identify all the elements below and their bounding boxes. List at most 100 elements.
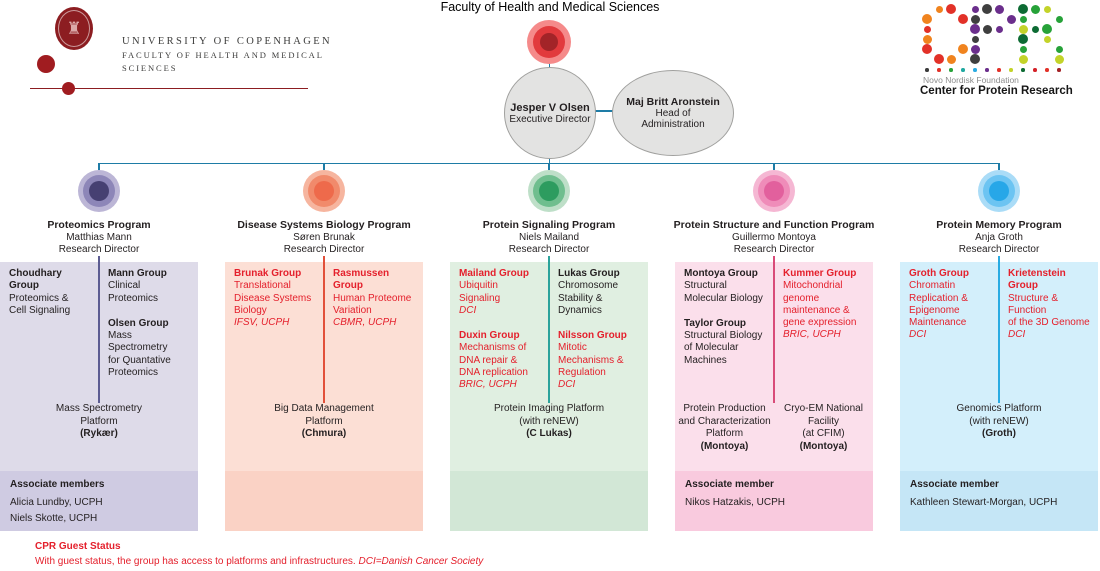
program-node-icon [978, 170, 1020, 212]
program-director-role: Research Director [58, 244, 140, 255]
platform-leader: (Chmura) [301, 428, 347, 439]
program-divider-line [998, 256, 1000, 403]
cpr-logo-dot [1055, 45, 1063, 53]
platform-item: Cryo-EM National Facility (at CFIM)(Mont… [774, 403, 873, 453]
head-of-administration-node: Maj Britt Aronstein Head of Administrati… [612, 70, 734, 156]
cpr-logo-dot [994, 4, 1004, 14]
connector-director-to-tree [548, 156, 550, 164]
group-description: Structure & Function of the 3D Genome [1008, 292, 1090, 329]
cpr-logo-tiny-dot [1057, 68, 1061, 72]
cpr-logo-dot [970, 44, 980, 54]
ucph-wordmark-line1: UNIVERSITY OF COPENHAGEN [122, 36, 333, 47]
cpr-logo-center-name: Center for Protein Research [920, 85, 1073, 97]
group-description: Translational Disease Systems Biology [234, 280, 312, 316]
program-director: Matthias Mann [66, 231, 132, 243]
platform-leader: (Groth) [982, 428, 1016, 439]
associate-member: Niels Skotte, UCPH [10, 513, 98, 524]
program-node-core [539, 181, 559, 201]
group-name: Groth Group [909, 268, 969, 279]
program-title: Proteomics Program Matthias Mann Researc… [0, 219, 214, 257]
group-name: Taylor Group [684, 317, 747, 329]
cpr-logo-dot [958, 44, 968, 54]
cpr-logo-dot [970, 54, 980, 64]
cpr-logo-dot [1018, 34, 1028, 44]
cpr-logo-tiny-dot [1033, 68, 1037, 72]
associate-members-box [450, 471, 648, 531]
program-director-role: Research Director [733, 244, 815, 255]
platform-item: Protein Imaging Platform (with reNEW)(C … [450, 403, 648, 441]
program-title: Protein Memory Program Anja Groth Resear… [884, 219, 1100, 257]
group-description: Mitotic Mechanisms & Regulation [558, 342, 624, 379]
platform-item: Genomics Platform (with reNEW)(Groth) [900, 403, 1098, 441]
cpr-logo-dot-matrix-icon [921, 4, 1067, 74]
program-divider-line [773, 256, 775, 403]
platform-list: Protein Imaging Platform (with reNEW)(C … [450, 403, 648, 441]
group-description: Proteomics & Cell Signaling [9, 292, 71, 316]
cpr-logo-tiny-dot [961, 68, 965, 72]
cpr-logo-dot [995, 25, 1003, 33]
platform-item: Mass Spectrometry Platform(Rykær) [0, 403, 198, 441]
connector-director-to-admin [590, 110, 616, 112]
group-name: Choudhary Group [9, 268, 62, 292]
program-node-core [89, 181, 109, 201]
ucph-seal-crown-icon: ♜ [66, 18, 82, 39]
program-node-icon [528, 170, 570, 212]
cpr-logo-tiny-dot [973, 68, 977, 72]
program-column: Disease Systems Biology Program Søren Br… [225, 163, 423, 531]
cpr-logo-dot [1031, 25, 1039, 33]
associate-title: Associate members [10, 479, 105, 490]
platform-leader: (Montoya) [700, 440, 749, 452]
program-name: Protein Memory Program [936, 219, 1062, 231]
platform-leader: (Montoya) [799, 440, 848, 452]
cpr-logo-dot [1018, 4, 1028, 14]
connector-tree-to-program [773, 163, 775, 170]
cpr-logo-tiny-dot [1009, 68, 1013, 72]
program-column: Protein Memory Program Anja Groth Resear… [900, 163, 1098, 531]
cpr-logo-tiny-dot [985, 68, 989, 72]
cpr-logo-dot [970, 14, 980, 24]
program-name: Protein Signaling Program [482, 219, 616, 231]
group-description: Structural Biology of Molecular Machines [684, 330, 763, 366]
cpr-logo-dot [923, 25, 931, 33]
ucph-seal-ring [58, 10, 90, 47]
cpr-logo-dot [971, 5, 979, 13]
guest-status-legend: CPR Guest Status With guest status, the … [35, 541, 483, 567]
group-name: Lukas Group [558, 268, 620, 279]
platform-name: Protein Production and Characterization … [678, 403, 771, 439]
group-name: Mailand Group [459, 268, 529, 279]
ucph-seal-icon: ♜ [55, 7, 93, 50]
ucph-wordmark-line3: SCIENCES [122, 63, 178, 73]
program-column: Protein Signaling Program Niels Mailand … [450, 163, 648, 531]
program-director-role: Research Director [508, 244, 590, 255]
group-description: Clinical Proteomics [108, 280, 159, 304]
cpr-logo-dot [946, 54, 956, 64]
platform-name: Big Data Management Platform [274, 403, 374, 427]
legend-abbreviation: DCI=Danish Cancer Society [358, 556, 484, 567]
legend-text-line: With guest status, the group has access … [35, 556, 483, 567]
cpr-logo-tiny-dot [949, 68, 953, 72]
group-affiliation: DCI [909, 329, 927, 341]
legend-title: CPR Guest Status [35, 541, 121, 552]
cpr-logo-tiny-dot [997, 68, 1001, 72]
cpr-logo-dot [1006, 14, 1016, 24]
associate-members-box [225, 471, 423, 531]
group-affiliation: DCI [558, 379, 576, 391]
group-name: Rasmussen Group [333, 268, 390, 292]
program-director: Niels Mailand [518, 231, 580, 243]
cpr-logo-dot [922, 44, 932, 54]
group-affiliation: CBMR, UCPH [333, 317, 397, 329]
cpr-logo-dot [958, 14, 968, 24]
